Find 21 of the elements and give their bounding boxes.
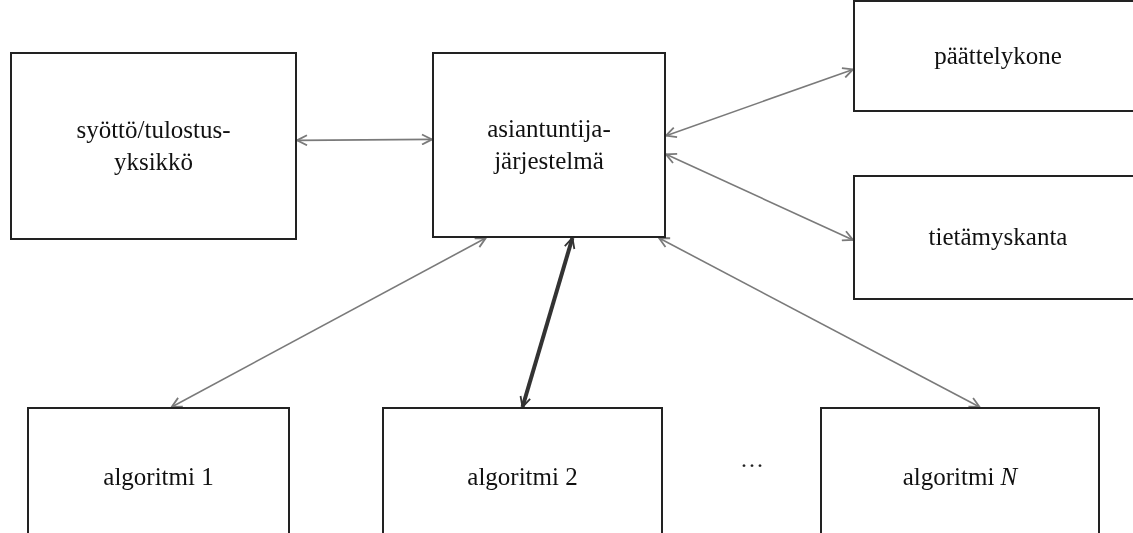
process-box — [382, 407, 663, 533]
process-box — [853, 175, 1133, 300]
process-box — [853, 0, 1133, 112]
box-label: syöttö/tulostus-yksikkö — [75, 114, 232, 177]
double-arrow — [170, 237, 487, 408]
process-box — [820, 407, 1100, 533]
box-label: päättelykone — [933, 40, 1063, 71]
double-arrow — [665, 67, 854, 138]
double-arrow — [658, 237, 981, 408]
process-box — [432, 52, 666, 238]
ellipsis-text: ··· — [740, 452, 764, 479]
double-arrow — [665, 153, 854, 242]
process-box — [10, 52, 297, 240]
box-label: algoritmi 2 — [466, 461, 579, 492]
box-label: tietämyskanta — [927, 222, 1069, 253]
double-arrow — [296, 133, 433, 147]
double-arrow — [519, 237, 576, 408]
process-box — [27, 407, 290, 533]
box-label: algoritmi N — [901, 461, 1020, 492]
box-label: algoritmi 1 — [102, 461, 215, 492]
box-label: asiantuntija-järjestelmä — [486, 113, 612, 176]
